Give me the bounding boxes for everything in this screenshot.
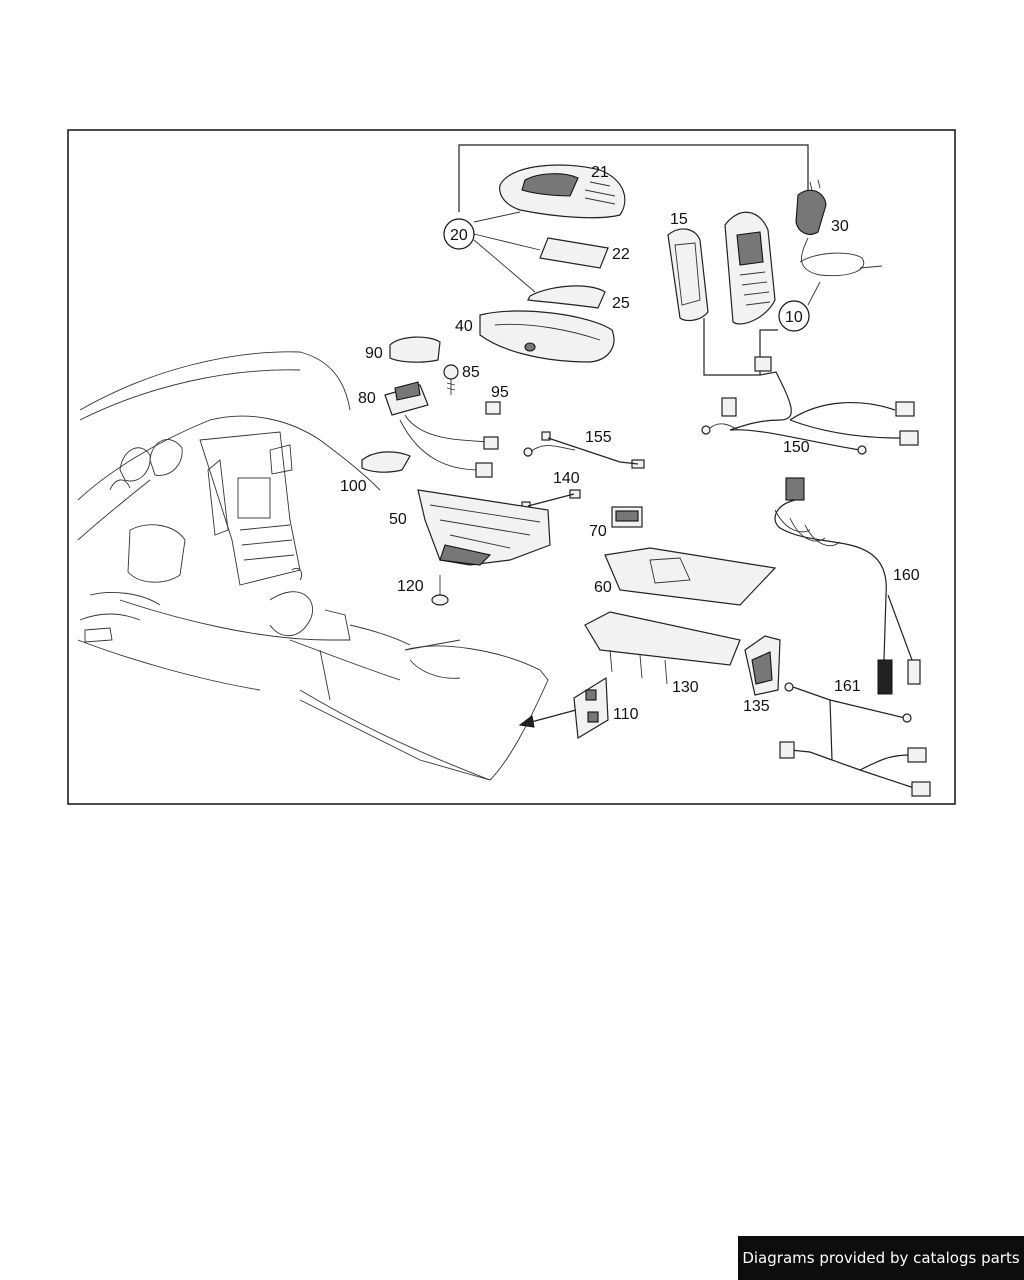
callout-161: 161 <box>834 678 861 695</box>
callout-135: 135 <box>743 698 770 715</box>
callout-150: 150 <box>783 439 810 456</box>
callout-21: 21 <box>591 164 609 181</box>
callout-15: 15 <box>670 211 688 228</box>
credit-text: Diagrams provided by catalogs parts <box>742 1249 1020 1267</box>
callout-22: 22 <box>612 246 630 263</box>
callout-25: 25 <box>612 295 630 312</box>
harness-161 <box>779 682 931 797</box>
diagram-border <box>67 129 956 805</box>
callout-70: 70 <box>589 523 607 540</box>
callout-20: 20 <box>450 227 468 244</box>
callout-95: 95 <box>491 384 509 401</box>
callout-40: 40 <box>455 318 473 335</box>
phone-kit-group <box>443 144 809 363</box>
credit-footer: Diagrams provided by catalogs parts <box>738 1236 1024 1280</box>
callout-130: 130 <box>672 679 699 696</box>
callout-160: 160 <box>893 567 920 584</box>
callout-circle-10 <box>778 300 810 332</box>
harness-150 <box>701 356 919 455</box>
cable-155-140 <box>521 431 645 511</box>
callout-10: 10 <box>785 309 803 326</box>
callout-labels: 21 20 22 25 40 15 30 10 90 85 80 95 100 … <box>340 164 920 723</box>
callout-85: 85 <box>462 364 480 381</box>
callout-90: 90 <box>365 345 383 362</box>
callout-155: 155 <box>585 429 612 446</box>
holder-and-charger <box>667 179 883 376</box>
callout-80: 80 <box>358 390 376 407</box>
dashboard-illustration <box>77 351 549 781</box>
callout-100: 100 <box>340 478 367 495</box>
callout-60: 60 <box>594 579 612 596</box>
coiled-cable-160 <box>774 477 921 695</box>
callout-110: 110 <box>613 706 639 723</box>
callout-120: 120 <box>397 578 424 595</box>
small-parts-upper <box>361 336 501 478</box>
bracket-50 <box>417 489 643 606</box>
console-parts <box>518 547 781 740</box>
callout-50: 50 <box>389 511 407 528</box>
callout-circle-20 <box>443 218 475 250</box>
callout-30: 30 <box>831 218 849 235</box>
callout-140: 140 <box>553 470 580 487</box>
